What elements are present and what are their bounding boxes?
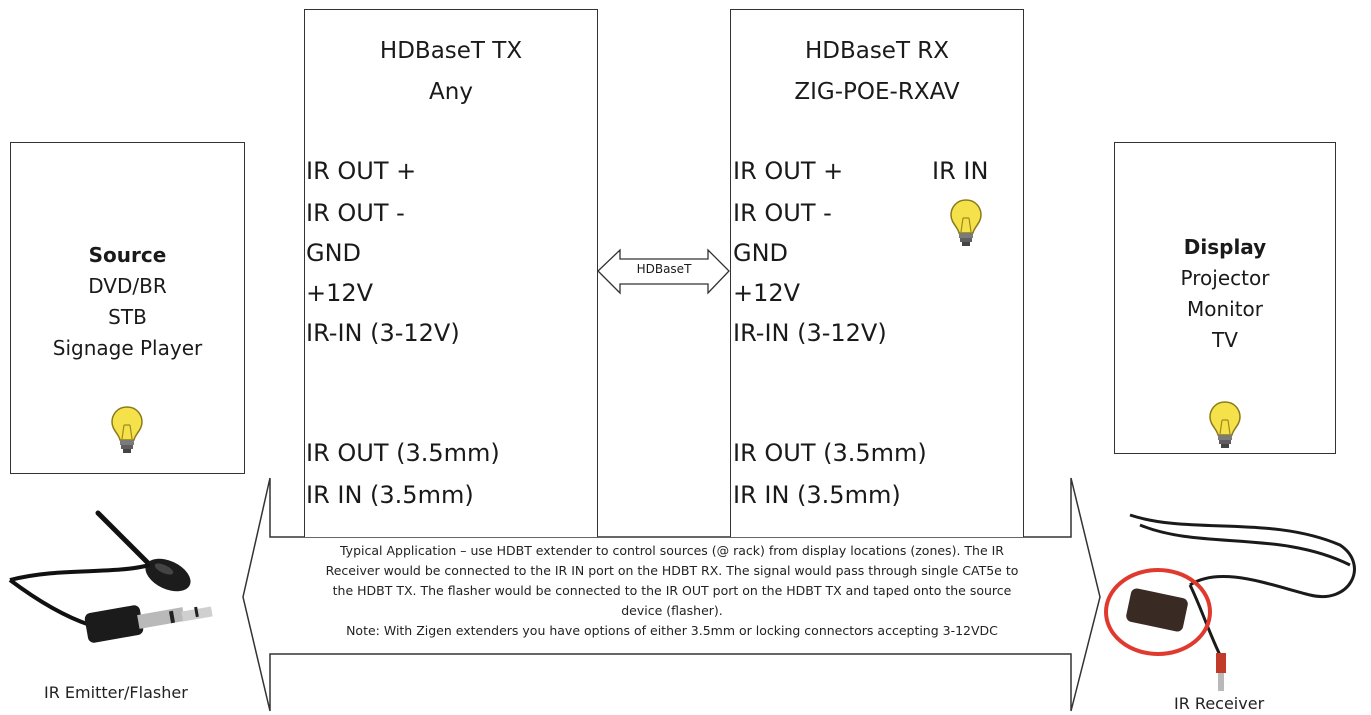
rx-title: HDBaseT RX: [804, 38, 950, 64]
rx-port-gnd: GND: [733, 239, 789, 267]
double-arrow-icon: [597, 248, 730, 295]
bulb-icon: [1209, 401, 1241, 448]
display-line-tv: TV: [1212, 328, 1238, 352]
application-callout-arrow: [242, 477, 1101, 712]
hdbaset-rx-box: [730, 9, 1024, 537]
rx-port-ir-out-minus: IR OUT -: [733, 199, 832, 227]
rx-subtitle: ZIG-POE-RXAV: [794, 79, 960, 105]
rx-port-ir-in: IR-IN (3-12V): [733, 319, 887, 347]
display-line-projector: Projector: [1180, 266, 1270, 290]
rx-port-ir-out-35: IR OUT (3.5mm): [733, 439, 927, 467]
source-line-dvd: DVD/BR: [88, 274, 167, 298]
tx-port-ir-in: IR-IN (3-12V): [306, 319, 460, 347]
hdbaset-link-label: HDBaseT: [636, 262, 692, 276]
application-note: Typical Application – use HDBT extender …: [262, 541, 1082, 641]
receiver-caption: IR Receiver: [1174, 694, 1265, 713]
tx-port-12v: +12V: [306, 279, 374, 307]
rx-port-12v: +12V: [733, 279, 801, 307]
tx-subtitle: Any: [429, 79, 473, 105]
note-line: the HDBT TX. The flasher would be connec…: [332, 583, 1012, 598]
tx-port-ir-out-plus: IR OUT +: [306, 157, 417, 185]
hdbaset-tx-box: [304, 9, 598, 537]
tx-port-ir-out-minus: IR OUT -: [306, 199, 405, 227]
tx-title: HDBaseT TX: [379, 38, 523, 64]
tx-port-ir-out-35: IR OUT (3.5mm): [306, 439, 500, 467]
note-line: Note: With Zigen extenders you have opti…: [346, 623, 998, 638]
tx-port-gnd: GND: [306, 239, 362, 267]
tx-port-ir-in-35: IR IN (3.5mm): [306, 481, 474, 509]
source-title: Source: [88, 243, 167, 267]
note-line: Receiver would be connected to the IR IN…: [325, 563, 1019, 578]
note-line: Typical Application – use HDBT extender …: [339, 543, 1004, 558]
display-title: Display: [1183, 235, 1267, 259]
source-line-stb: STB: [108, 305, 147, 329]
source-line-signage: Signage Player: [52, 336, 203, 360]
display-line-monitor: Monitor: [1186, 297, 1264, 321]
bulb-icon: [950, 199, 982, 246]
ir-receiver-icon: [1104, 513, 1356, 691]
rx-port-ir-in-35: IR IN (3.5mm): [733, 481, 901, 509]
note-line: device (flasher).: [621, 603, 723, 618]
bulb-icon: [111, 406, 143, 453]
emitter-caption: IR Emitter/Flasher: [44, 683, 188, 702]
ir-emitter-icon: [8, 510, 213, 643]
rx-ir-in-label: IR IN: [932, 157, 989, 185]
rx-port-ir-out-plus: IR OUT +: [733, 157, 844, 185]
